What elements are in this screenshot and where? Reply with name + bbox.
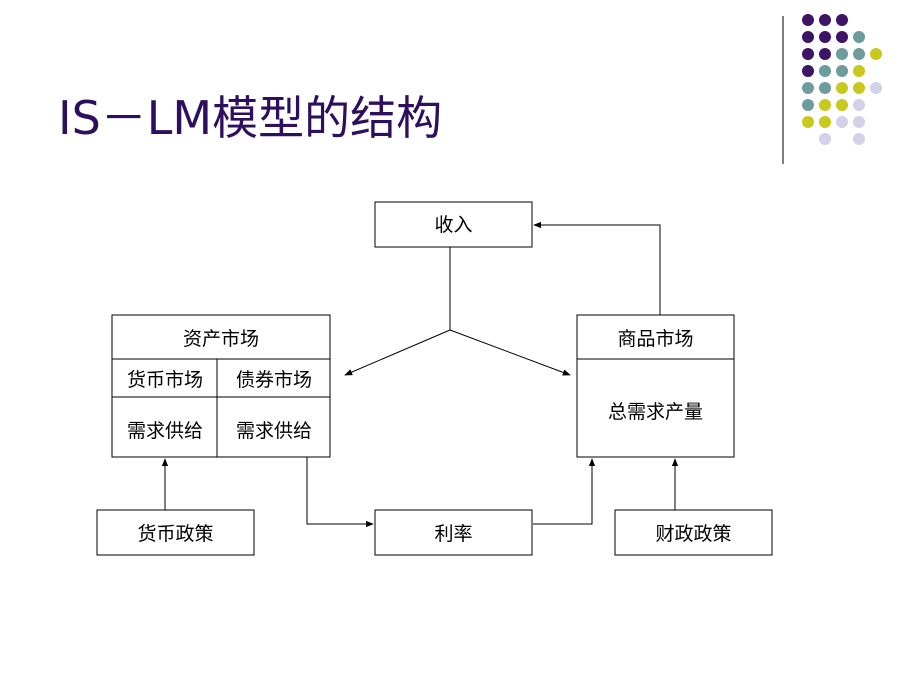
decorative-dot — [853, 133, 865, 145]
goods-market-box: 商品市场 总需求产量 — [576, 314, 735, 458]
connectors — [161, 221, 679, 528]
income-label: 收入 — [434, 214, 472, 236]
decorative-dot — [853, 31, 865, 43]
decorative-dot — [802, 48, 814, 60]
decorative-dot — [819, 31, 831, 43]
decorative-dot — [836, 116, 848, 128]
slide-title: IS－LM模型的结构 — [58, 91, 443, 145]
bond-market-label: 债券市场 — [236, 369, 312, 391]
monetary-policy-box: 货币政策 — [96, 509, 255, 556]
decorative-dot — [819, 14, 831, 26]
decorative-dot — [836, 14, 848, 26]
arrow-interest-to-goods — [533, 458, 596, 525]
decorative-dot — [819, 133, 831, 145]
decorative-dot — [853, 65, 865, 77]
decorative-dot — [836, 48, 848, 60]
decorative-dot — [802, 116, 814, 128]
decorative-dot — [802, 82, 814, 94]
asset-market-label: 资产市场 — [183, 328, 259, 350]
decorative-dot-grid — [782, 14, 882, 164]
decorative-dot — [819, 116, 831, 128]
interest-rate-label: 利率 — [434, 523, 472, 545]
money-market-label: 货币市场 — [127, 369, 203, 391]
decorative-dot — [802, 65, 814, 77]
decorative-dot — [819, 99, 831, 111]
decorative-dot — [853, 116, 865, 128]
decorative-dot — [802, 99, 814, 111]
decorative-dot — [836, 31, 848, 43]
arrow-goods-to-income — [533, 221, 661, 315]
fiscal-policy-box: 财政政策 — [614, 509, 773, 556]
bond-supply-demand-label: 需求供给 — [236, 420, 312, 442]
decorative-dot — [836, 65, 848, 77]
arrow-asset-to-interest — [306, 457, 374, 528]
decorative-dot — [819, 65, 831, 77]
decorative-dot — [836, 82, 848, 94]
aggregate-demand-output-label: 总需求产量 — [608, 401, 703, 423]
decorative-dot — [853, 48, 865, 60]
fiscal-policy-label: 财政政策 — [655, 523, 731, 545]
decorative-dot — [819, 82, 831, 94]
arrow-to-goods-market — [449, 329, 571, 376]
asset-market-box: 资产市场 货币市场 债券市场 需求供给 需求供给 — [111, 314, 331, 458]
money-supply-demand-label: 需求供给 — [127, 420, 203, 442]
decorative-dot — [853, 82, 865, 94]
interest-rate-box: 利率 — [374, 509, 533, 556]
arrow-to-asset-market — [344, 329, 451, 376]
decorative-dot — [802, 14, 814, 26]
goods-market-label: 商品市场 — [617, 328, 693, 350]
decorative-dot — [853, 99, 865, 111]
monetary-policy-label: 货币政策 — [137, 523, 213, 545]
income-box: 收入 — [374, 201, 533, 248]
decorative-dot — [870, 48, 882, 60]
decorative-dot — [819, 48, 831, 60]
decorative-dot — [836, 99, 848, 111]
decorative-dot — [870, 82, 882, 94]
decorative-dot — [802, 31, 814, 43]
